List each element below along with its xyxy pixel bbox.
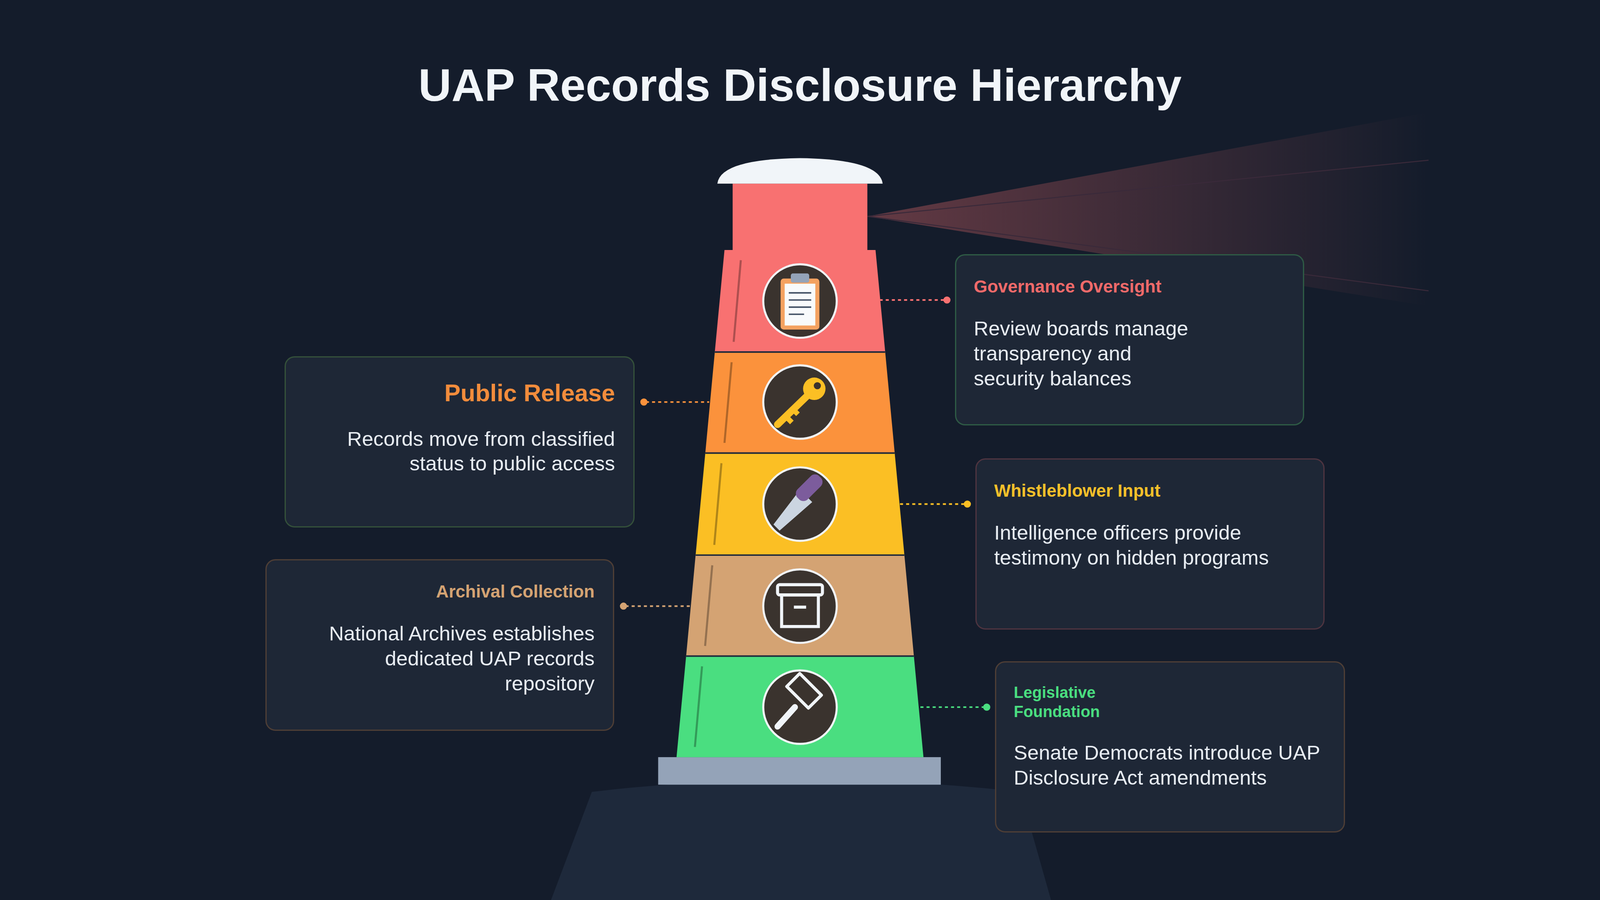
lighthouse-dome — [717, 158, 883, 184]
tower-band — [695, 452, 905, 555]
callout-heading: Whistleblower Input — [994, 480, 1305, 502]
gavel-icon — [777, 673, 822, 727]
tower-band — [676, 656, 924, 758]
beam-ray — [867, 160, 1429, 217]
callout-body: National Archives establishes dedicated … — [311, 621, 595, 696]
callout-body: Review boards manage transparency and se… — [973, 316, 1208, 391]
icon-circles — [763, 264, 837, 744]
diagram-title: UAP Records Disclosure Hierarchy — [0, 58, 1600, 112]
callout-box: Public ReleaseRecords move from classifi… — [284, 356, 635, 528]
light-beam — [867, 112, 1429, 306]
callout-body: Senate Democrats introduce UAP Disclosur… — [1013, 740, 1326, 791]
lamp-room — [732, 183, 868, 250]
callout-box: Whistleblower InputIntelligence officers… — [975, 458, 1325, 630]
callout-body: Intelligence officers provide testimony … — [994, 520, 1305, 571]
band-dividers — [686, 352, 915, 657]
tower-band — [705, 352, 895, 453]
callout-body: Records move from classified status to p… — [323, 426, 615, 477]
hill — [550, 779, 1051, 900]
leader-lines — [625, 300, 985, 708]
band-highlights — [695, 260, 741, 747]
tower-band — [715, 250, 886, 353]
callout-heading: Legislative Foundation — [1013, 683, 1114, 722]
callout-box: Governance OversightReview boards manage… — [955, 254, 1305, 426]
tower-band — [686, 555, 915, 656]
callout-heading: Governance Oversight — [973, 276, 1285, 298]
microphone-icon — [773, 472, 825, 531]
callout-box: Archival CollectionNational Archives est… — [265, 559, 615, 731]
clipboard-icon — [780, 273, 820, 330]
callout-box: Legislative FoundationSenate Democrats i… — [995, 661, 1345, 833]
leader-dots — [620, 296, 991, 711]
callout-heading: Archival Collection — [284, 581, 595, 603]
callout-heading: Public Release — [303, 378, 615, 408]
key-icon — [777, 377, 826, 425]
tower-base — [658, 757, 941, 785]
archive-box-icon — [777, 584, 823, 627]
